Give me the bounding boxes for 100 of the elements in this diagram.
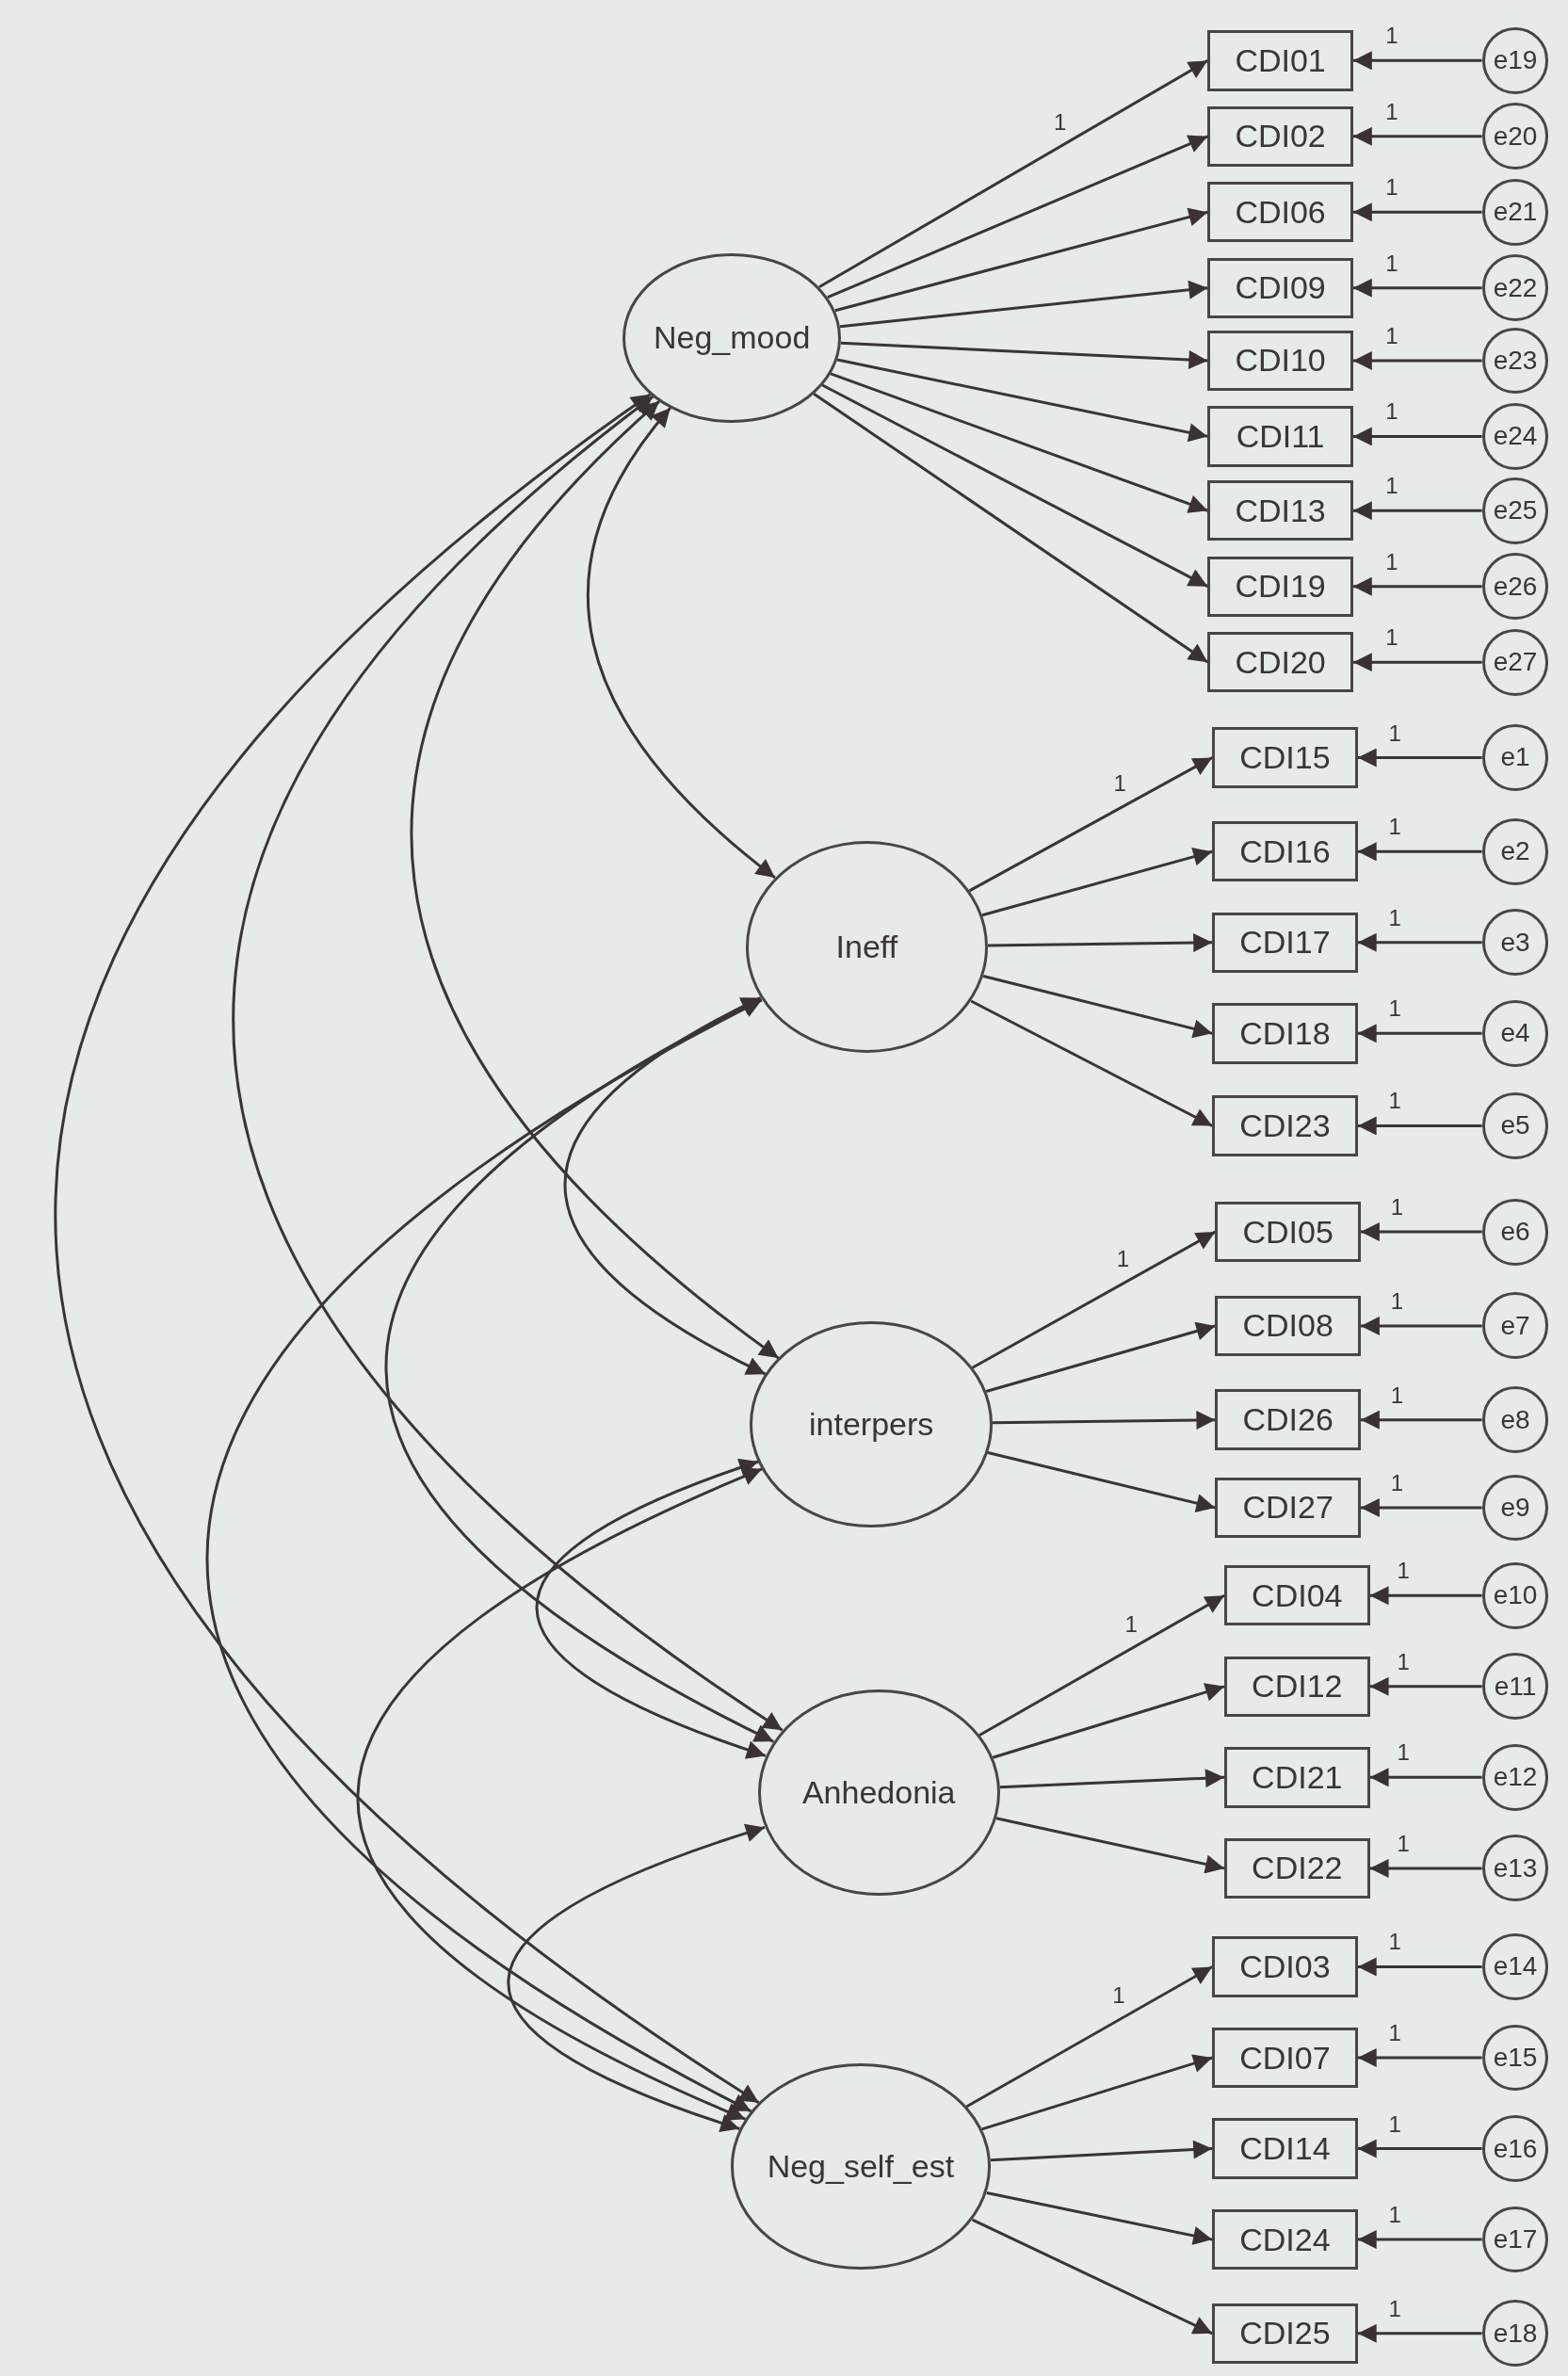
covariance-arrow: [206, 998, 763, 2113]
arrow: [1357, 1116, 1482, 1136]
variable-label: CDI21: [1252, 1758, 1343, 1796]
observed-variable-box: [1224, 1747, 1370, 1808]
arrow: [981, 2054, 1213, 2131]
variable-label: e16: [1493, 2133, 1538, 2164]
arrow: [1357, 2139, 1482, 2158]
arrow: [985, 1321, 1216, 1393]
arrow: [1357, 748, 1482, 768]
observed-variable-box: [1207, 330, 1353, 392]
arrow: [1369, 1586, 1482, 1606]
observed-variable-box: [1212, 2118, 1358, 2179]
arrow: [1352, 126, 1482, 146]
observed-variable-box: [1207, 105, 1353, 167]
variable-label: CDI26: [1242, 1401, 1334, 1439]
arrow: [1352, 278, 1482, 298]
covariance-arrow: [412, 400, 780, 1360]
arrow: [813, 392, 1209, 664]
arrow: [981, 847, 1213, 917]
variable-label: e1: [1500, 742, 1530, 773]
arrow: [1357, 2230, 1482, 2250]
variable-label: e3: [1500, 927, 1530, 958]
variable-label: e14: [1493, 1951, 1538, 1982]
variable-label: CDI15: [1239, 739, 1331, 776]
variable-label: e25: [1493, 495, 1538, 526]
arrow: [1357, 1024, 1482, 1043]
variable-label: e8: [1500, 1404, 1530, 1435]
variable-label: e15: [1493, 2043, 1538, 2073]
arrow: [1357, 2323, 1482, 2343]
arrow: [1357, 1957, 1482, 1977]
observed-variable-box: [1212, 2303, 1358, 2365]
arrow: [1357, 842, 1482, 862]
variable-label: CDI19: [1235, 568, 1326, 606]
variable-label: CDI22: [1252, 1850, 1343, 1887]
observed-variable-box: [1215, 1295, 1361, 1357]
arrow: [965, 1965, 1213, 2109]
variable-label: e10: [1493, 1580, 1538, 1611]
variable-label: e24: [1493, 421, 1538, 452]
variable-label: e9: [1500, 1492, 1530, 1523]
arrow: [990, 2140, 1213, 2162]
variable-label: e20: [1493, 121, 1538, 152]
arrow: [992, 1410, 1216, 1430]
observed-variable-box: [1224, 1656, 1370, 1717]
arrow: [1360, 1410, 1482, 1430]
variable-label: CDI09: [1235, 269, 1326, 307]
variable-label: CDI17: [1239, 924, 1331, 962]
arrow: [999, 1769, 1225, 1789]
variable-label: CDI11: [1236, 417, 1325, 455]
arrow: [1369, 1676, 1482, 1696]
observed-variable-box: [1224, 1837, 1370, 1899]
arrow: [970, 999, 1213, 1127]
arrow: [1352, 202, 1482, 222]
arrow: [1357, 2048, 1482, 2067]
variable-label: CDI03: [1239, 1948, 1331, 1985]
variable-label: CDI20: [1235, 643, 1326, 681]
variable-label: CDI10: [1235, 342, 1326, 380]
arrow: [992, 1683, 1225, 1759]
covariance-arrow: [234, 395, 784, 1732]
covariance-arrow: [535, 1459, 767, 1759]
observed-variable-box: [1212, 1936, 1358, 1997]
arrow: [988, 933, 1213, 953]
observed-variable-box: [1212, 2027, 1358, 2089]
arrow: [1352, 427, 1482, 446]
arrow: [1360, 1497, 1482, 1517]
observed-variable-box: [1224, 1565, 1370, 1626]
variable-label: interpers: [809, 1405, 934, 1443]
variable-label: Anhedonia: [801, 1773, 956, 1811]
variable-label: CDI08: [1242, 1307, 1334, 1345]
variable-label: CDI04: [1252, 1576, 1343, 1614]
observed-variable-box: [1207, 406, 1353, 467]
arrow: [1357, 932, 1482, 952]
variable-label: CDI18: [1239, 1014, 1331, 1052]
covariance-arrow: [587, 407, 776, 880]
arrow: [839, 280, 1208, 329]
observed-variable-box: [1207, 182, 1353, 243]
variable-label: CDI05: [1242, 1213, 1334, 1251]
arrow: [1352, 576, 1482, 596]
arrow: [1352, 501, 1482, 521]
arrow: [1369, 1768, 1482, 1787]
observed-variable-box: [1212, 2208, 1358, 2271]
variable-label: CDI13: [1235, 492, 1326, 529]
variable-label: e23: [1493, 345, 1538, 376]
variable-label: e21: [1493, 197, 1538, 228]
variable-label: Ineff: [835, 929, 898, 966]
variable-label: e13: [1493, 1852, 1538, 1883]
arrow: [1360, 1222, 1482, 1242]
observed-variable-box: [1207, 556, 1353, 617]
observed-variable-box: [1212, 727, 1358, 788]
variable-label: CDI23: [1239, 1107, 1331, 1144]
variable-label: e27: [1493, 647, 1538, 678]
arrow: [1352, 653, 1482, 672]
variable-label: CDI16: [1239, 832, 1331, 870]
arrow: [1360, 1316, 1482, 1335]
arrow: [968, 756, 1213, 893]
observed-variable-box: [1207, 631, 1353, 693]
variable-label: Neg_mood: [653, 319, 811, 357]
variable-label: CDI07: [1239, 2039, 1331, 2077]
arrow: [987, 1451, 1216, 1512]
variable-label: e11: [1494, 1671, 1537, 1702]
variable-label: Neg_self_est: [767, 2148, 955, 2186]
